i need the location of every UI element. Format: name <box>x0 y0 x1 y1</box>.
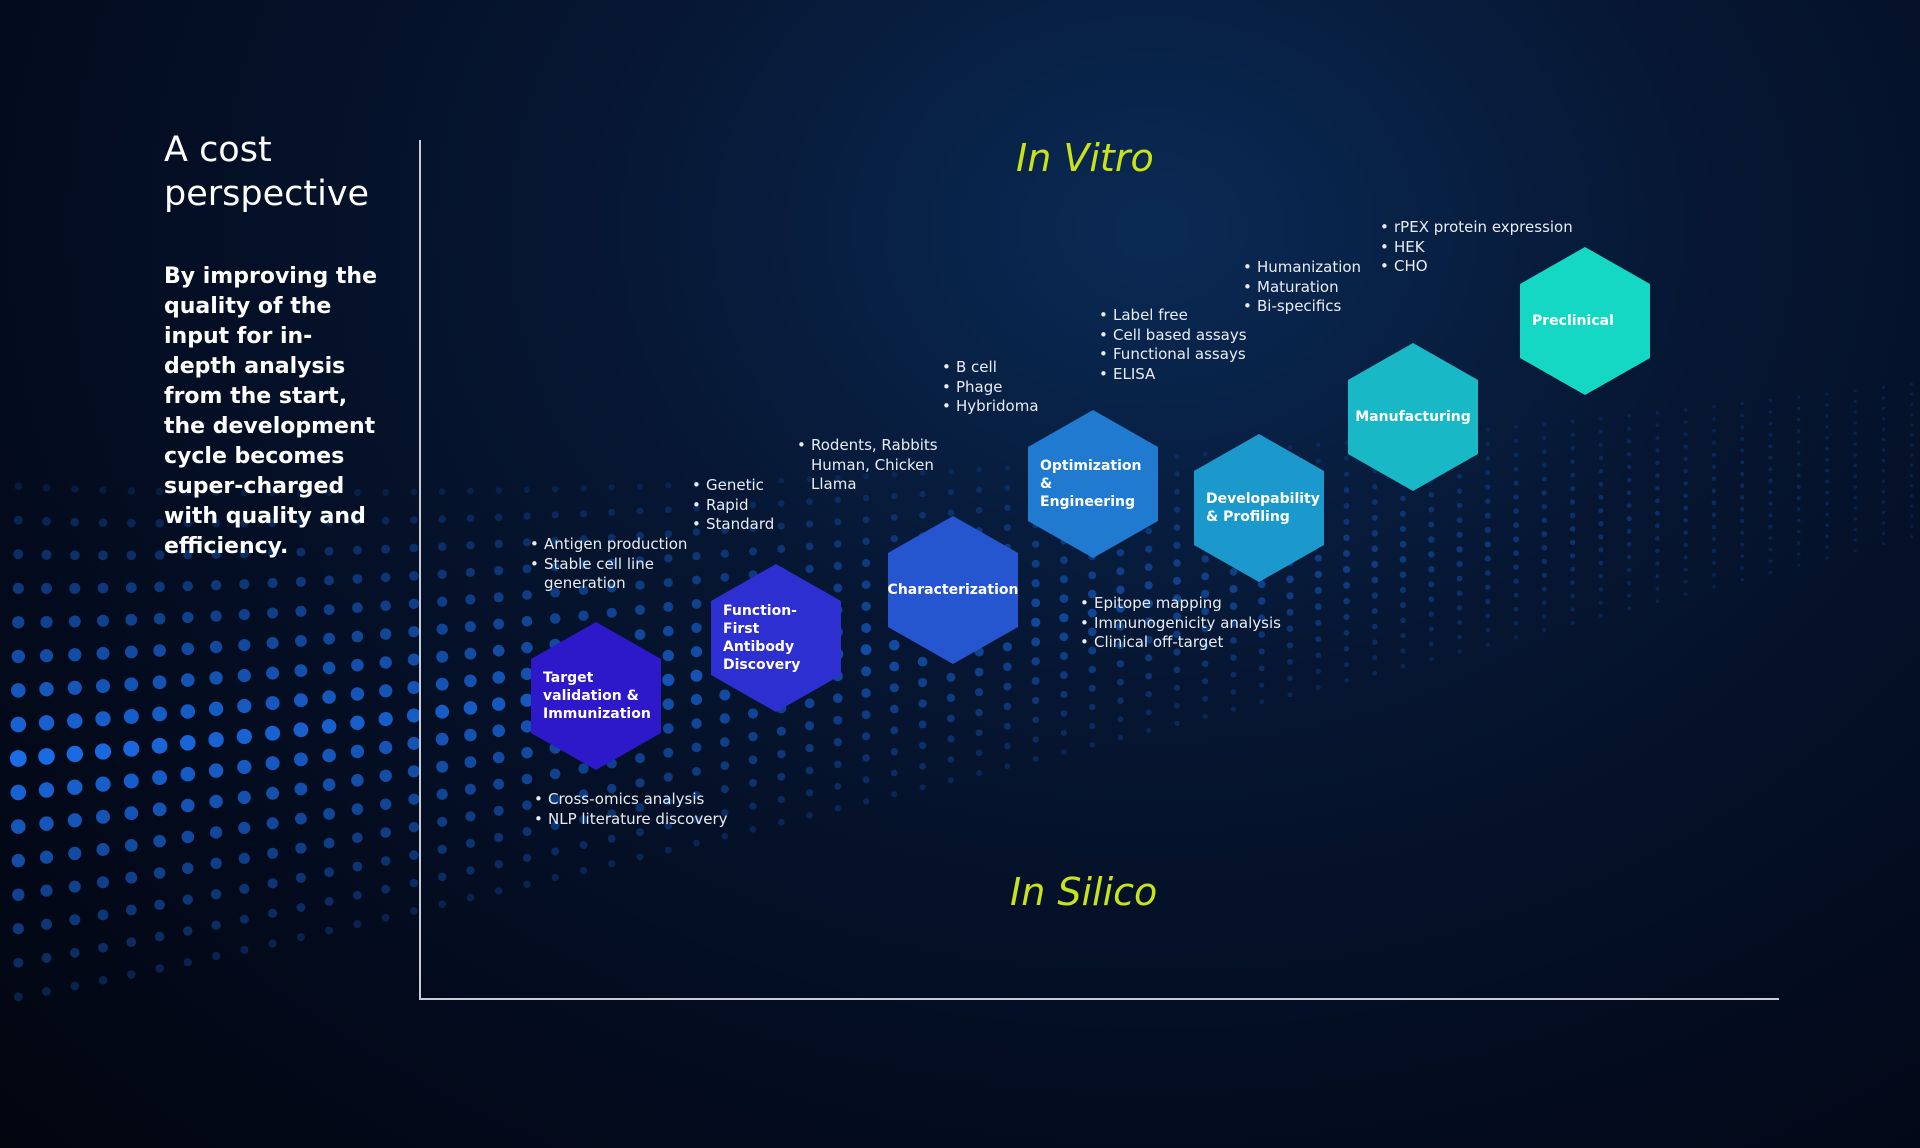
in-silico-label: In Silico <box>1010 870 1158 914</box>
stage-function-first-discovery: Function-First Antibody Discovery <box>711 564 841 712</box>
bullet-item: Functional assays <box>1099 345 1247 365</box>
epitope-bullets: Epitope mapping Immunogenicity analysis … <box>1080 594 1281 653</box>
bullet-item: HEK <box>1380 238 1573 258</box>
bullet-item: Humanization <box>1243 258 1361 278</box>
stage-characterization: Characterization <box>888 516 1018 664</box>
stage-target-validation: Target validation & Immunization <box>531 622 661 770</box>
genetic-bullets: Genetic Rapid Standard <box>692 476 774 535</box>
bullet-item: Bi-specifics <box>1243 297 1361 317</box>
horizontal-axis <box>419 998 1779 1000</box>
bullet-item: Rodents, Rabbits Human, Chicken Llama <box>797 436 951 495</box>
bullet-item: Epitope mapping <box>1080 594 1281 614</box>
cross-omics-bullets: Cross-omics analysis NLP literature disc… <box>534 790 728 829</box>
bullet-item: Rapid <box>692 496 774 516</box>
bullet-item: Maturation <box>1243 278 1361 298</box>
bullet-item: Cross-omics analysis <box>534 790 728 810</box>
antigen-bullets: Antigen production Stable cell line gene… <box>530 535 687 594</box>
stage-label: Optimization & Engineering <box>1040 458 1142 510</box>
bullet-item: Clinical off-target <box>1080 633 1281 653</box>
stage-label: Developability & Profiling <box>1206 491 1320 525</box>
bullet-item: Phage <box>942 378 1039 398</box>
page-title: A cost perspective <box>164 130 370 214</box>
bullet-item: Hybridoma <box>942 397 1039 417</box>
bullet-item: Antigen production <box>530 535 687 555</box>
bullet-item: rPEX protein expression <box>1380 218 1573 238</box>
bullet-item: CHO <box>1380 257 1573 277</box>
stage-label: Function-First Antibody Discovery <box>723 603 801 673</box>
intro-text: By improving the quality of the input fo… <box>164 264 377 559</box>
bullet-item: Stable cell line generation <box>530 555 654 594</box>
bullet-item: Cell based assays <box>1099 326 1247 346</box>
bullet-item: B cell <box>942 358 1039 378</box>
stage-label: Manufacturing <box>1355 409 1471 425</box>
platform-bullets: B cell Phage Hybridoma <box>942 358 1039 417</box>
bullet-item: Label free <box>1099 306 1247 326</box>
in-vitro-label: In Vitro <box>1016 136 1154 180</box>
assay-bullets: Label free Cell based assays Functional … <box>1099 306 1247 384</box>
bullet-item: Genetic <box>692 476 774 496</box>
humanization-bullets: Humanization Maturation Bi-specifics <box>1243 258 1361 317</box>
vertical-axis <box>419 140 421 1000</box>
bullet-item: ELISA <box>1099 365 1247 385</box>
species-bullets: Rodents, Rabbits Human, Chicken Llama <box>797 436 951 495</box>
stage-label: Preclinical <box>1532 313 1614 329</box>
bullet-item: Standard <box>692 515 774 535</box>
bullet-item: NLP literature discovery <box>534 810 728 830</box>
bullet-item: Immunogenicity analysis <box>1080 614 1281 634</box>
stage-label: Target validation & Immunization <box>543 670 651 722</box>
expression-bullets: rPEX protein expression HEK CHO <box>1380 218 1573 277</box>
stage-label: Characterization <box>887 582 1019 598</box>
